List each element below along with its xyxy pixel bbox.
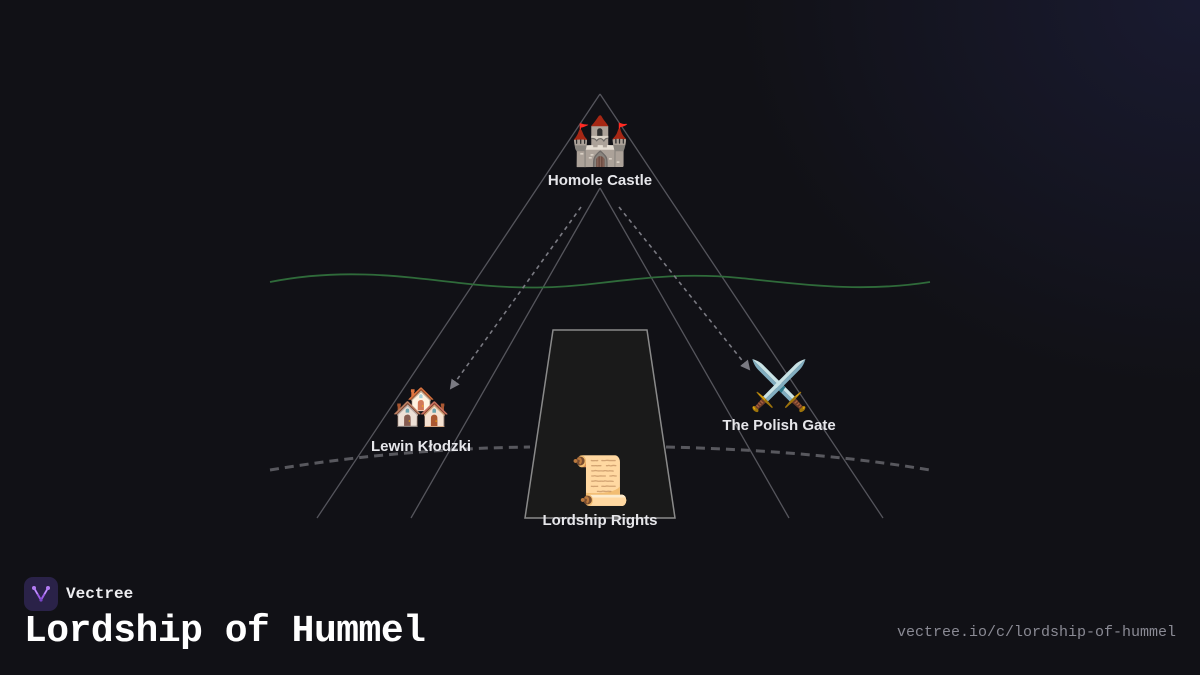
node-polish-gate[interactable]: ⚔️ The Polish Gate	[722, 359, 835, 434]
river-line	[269, 273, 931, 289]
node-label: Lordship Rights	[542, 512, 658, 529]
vectree-logo-icon	[24, 577, 58, 611]
node-label: Lewin Kłodzki	[370, 438, 472, 455]
houses-icon: 🏘️	[391, 381, 451, 434]
node-lewin-klodzki[interactable]: 🏘️ Lewin Kłodzki	[371, 380, 471, 455]
page-title: Lordship of Hummel	[24, 610, 426, 653]
outer-left-line	[316, 93, 601, 519]
node-label: Homole Castle	[547, 172, 653, 189]
castle-icon: 🏰	[570, 115, 630, 168]
perspective-lines	[316, 93, 884, 519]
edge-homole-to-lewin	[449, 206, 582, 390]
node-homole-castle[interactable]: 🏰 Homole Castle	[548, 114, 652, 189]
node-label: The Polish Gate	[722, 417, 836, 434]
inner-left-line	[410, 187, 601, 519]
node-lordship-rights[interactable]: 📜 Lordship Rights	[543, 454, 658, 529]
brand-name: Vectree	[66, 585, 134, 603]
brand[interactable]: Vectree	[24, 577, 133, 611]
road-trapezoid	[524, 329, 676, 519]
crossed-swords-icon: ⚔️	[749, 360, 809, 413]
edge-homole-to-gate	[618, 206, 751, 371]
inner-right-line	[599, 187, 790, 519]
horizon-arc	[269, 445, 931, 472]
outer-right-line	[599, 93, 884, 519]
source-url[interactable]: vectree.io/c/lordship-of-hummel	[896, 624, 1176, 641]
scroll-icon: 📜	[570, 455, 630, 508]
